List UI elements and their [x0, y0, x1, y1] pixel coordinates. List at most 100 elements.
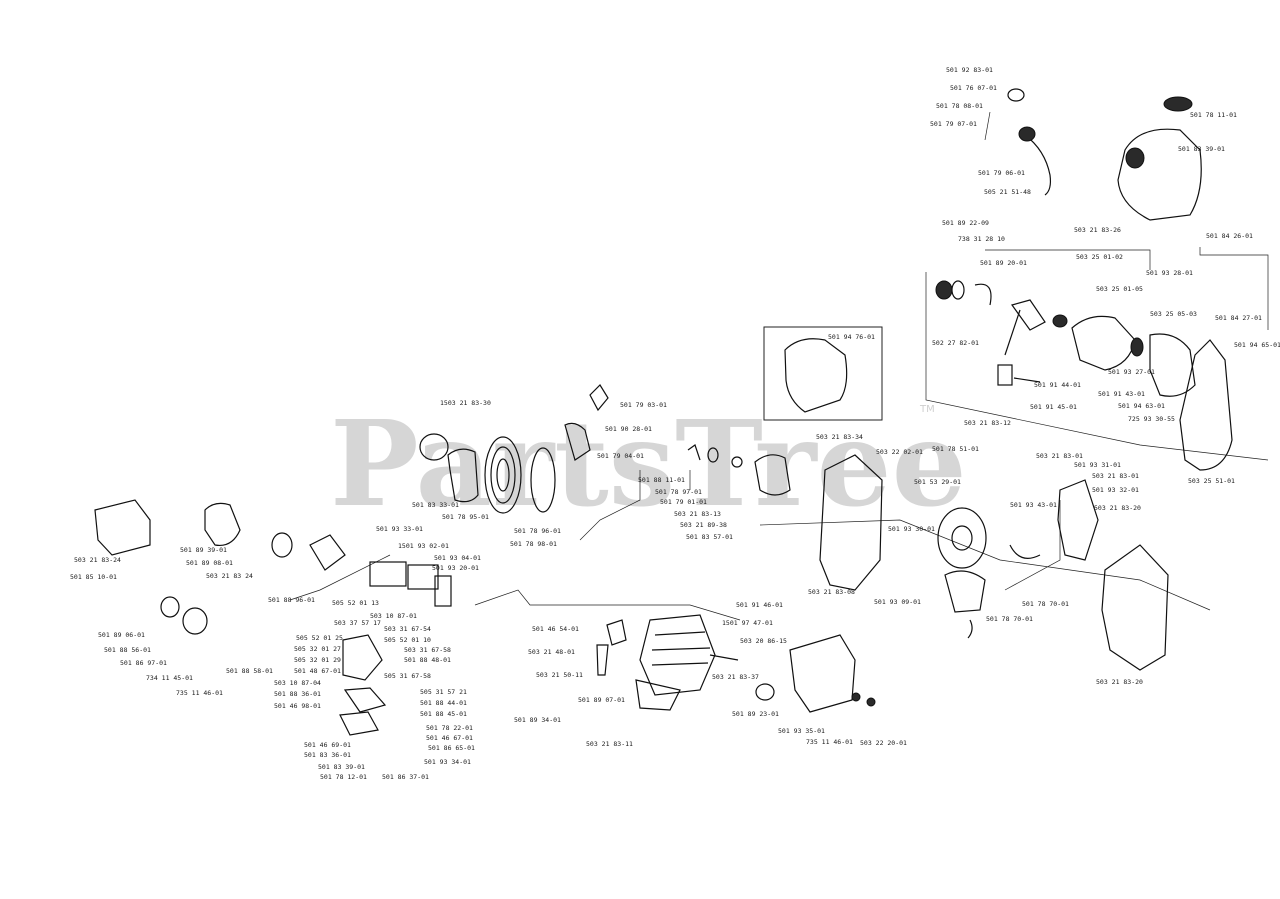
part-number-label: 501 93 04-01 [434, 554, 481, 562]
part-number-label: 501 90 28-01 [605, 425, 652, 433]
part-number-label: 501 89 23-01 [732, 710, 779, 718]
part-number-label: 501 93 27-01 [1108, 368, 1155, 376]
part-number-label: 503 21 83-26 [1074, 226, 1121, 234]
part-number-label: 501 93 34-01 [424, 758, 471, 766]
part-number-label: 501 78 70-01 [1022, 600, 1069, 608]
part-number-label: 501 48 67-01 [294, 667, 341, 675]
part-number-label: 503 31 67-54 [384, 625, 431, 633]
part-number-label: 501 78 96-01 [514, 527, 561, 535]
part-number-label: 501 78 51-01 [932, 445, 979, 453]
part-number-label: 501 89 20-01 [980, 259, 1027, 267]
part-number-label: 503 21 83-34 [816, 433, 863, 441]
fuel-tank-assembly [984, 88, 1202, 221]
part-number-label: 505 52 01 25 [296, 634, 343, 642]
part-number-label: 501 83 36-01 [304, 751, 351, 759]
part-number-label: 501 93 33-01 [376, 525, 423, 533]
part-number-label: 501 88 48-01 [404, 656, 451, 664]
part-number-label: 503 21 48-01 [528, 648, 575, 656]
part-number-label: 501 89 34-01 [514, 716, 561, 724]
part-number-label: 738 31 28 10 [958, 235, 1005, 243]
part-number-label: 501 91 46-01 [736, 601, 783, 609]
part-number-label: 501 88 45-01 [420, 710, 467, 718]
part-number-label: 501 84 27-01 [1215, 314, 1262, 322]
part-number-label: 503 20 86-15 [740, 637, 787, 645]
part-number-label: 501 78 95-01 [442, 513, 489, 521]
part-number-label: 501 93 28-01 [1146, 269, 1193, 277]
part-number-label: 505 21 51-48 [984, 188, 1031, 196]
recoil-starter-group [419, 384, 609, 514]
part-number-label: 503 21 83-13 [674, 510, 721, 518]
housing-group [819, 454, 1169, 671]
part-number-label: 503 25 01-02 [1076, 253, 1123, 261]
part-number-label: 502 27 82-01 [932, 339, 979, 347]
part-number-label: 501 89 39-01 [180, 546, 227, 554]
part-number-label: 503 31 67-58 [404, 646, 451, 654]
part-number-label: 501 89 06-01 [98, 631, 145, 639]
part-number-label: 735 11 46-01 [806, 738, 853, 746]
part-number-label: 501 93 43-01 [1010, 501, 1057, 509]
part-number-label: 501 46 98-01 [274, 702, 321, 710]
part-number-label: 501 88 11-01 [638, 476, 685, 484]
part-number-label: 501 88 58-01 [226, 667, 273, 675]
part-number-label: 501 79 01-01 [660, 498, 707, 506]
part-number-label: 503 21 83-12 [964, 419, 1011, 427]
part-number-label: 501 83 57-01 [686, 533, 733, 541]
part-number-label: 501 78 22-01 [426, 724, 473, 732]
part-number-label: 501 89 07-01 [578, 696, 625, 704]
part-number-label: 505 31 57 21 [420, 688, 467, 696]
part-number-label: 501 79 06-01 [978, 169, 1025, 177]
part-number-label: 501 78 11-01 [1190, 111, 1237, 119]
crankcase-inset [763, 326, 883, 421]
part-number-label: 501 88 96-01 [268, 596, 315, 604]
part-number-label: 501 46 67-01 [426, 734, 473, 742]
part-number-label: 503 21 89-38 [680, 521, 727, 529]
part-number-label: 501 94 63-01 [1118, 402, 1165, 410]
part-number-label: 501 78 08-01 [936, 102, 983, 110]
part-number-label: 501 91 43-01 [1098, 390, 1145, 398]
part-number-label: 735 11 46-01 [176, 689, 223, 697]
part-number-label: 501 79 04-01 [597, 452, 644, 460]
part-number-label: 503 25 01-05 [1096, 285, 1143, 293]
part-number-label: 503 25 05-03 [1150, 310, 1197, 318]
part-number-label: 1501 97 47-01 [722, 619, 773, 627]
part-number-label: 501 94 76-01 [828, 333, 875, 341]
part-number-label: 503 21 50-11 [536, 671, 583, 679]
part-number-label: 503 21 83-01 [1036, 452, 1083, 460]
part-number-label: 505 31 67-58 [384, 672, 431, 680]
part-number-label: 501 89 08-01 [186, 559, 233, 567]
part-number-label: 503 22 02-01 [876, 448, 923, 456]
part-number-label: 501 86 37-01 [382, 773, 429, 781]
part-number-label: 501 93 35-01 [778, 727, 825, 735]
part-number-label: 501 83 33-01 [412, 501, 459, 509]
part-number-label: 501 83 39-01 [318, 763, 365, 771]
part-number-label: 501 84 26-01 [1206, 232, 1253, 240]
part-number-label: 503 21 83-20 [1094, 504, 1141, 512]
part-number-label: 501 92 83-01 [946, 66, 993, 74]
ignition-group [687, 444, 791, 496]
watermark-text: PartsTree [330, 394, 967, 533]
part-number-label: 501 53 29-01 [914, 478, 961, 486]
part-number-label: 501 86 97-01 [120, 659, 167, 667]
part-number-label: 505 32 01 29 [294, 656, 341, 664]
part-number-label: 501 78 97-01 [655, 488, 702, 496]
part-number-label: 501 94 65-01 [1234, 341, 1280, 349]
part-number-label: 503 21 83-37 [712, 673, 759, 681]
part-number-label: 501 91 45-01 [1030, 403, 1077, 411]
part-number-label: 501 88 44-01 [420, 699, 467, 707]
part-number-label: 501 93 31-01 [1074, 461, 1121, 469]
part-number-label: 501 93 09-01 [874, 598, 921, 606]
part-number-label: 501 78 98-01 [510, 540, 557, 548]
part-number-label: 503 25 51-01 [1188, 477, 1235, 485]
part-number-label: 725 93 30-55 [1128, 415, 1175, 423]
part-number-label: 501 83 39-01 [1178, 145, 1225, 153]
part-number-label: 505 32 01 27 [294, 645, 341, 653]
grouping-lines [289, 247, 1269, 621]
part-number-label: 501 86 65-01 [428, 744, 475, 752]
part-number-label: 503 21 83-24 [74, 556, 121, 564]
part-number-label: 503 22 20-01 [860, 739, 907, 747]
part-number-label: 501 46 54-01 [532, 625, 579, 633]
part-number-label: 501 79 07-01 [930, 120, 977, 128]
part-number-label: 1501 93 02-01 [398, 542, 449, 550]
